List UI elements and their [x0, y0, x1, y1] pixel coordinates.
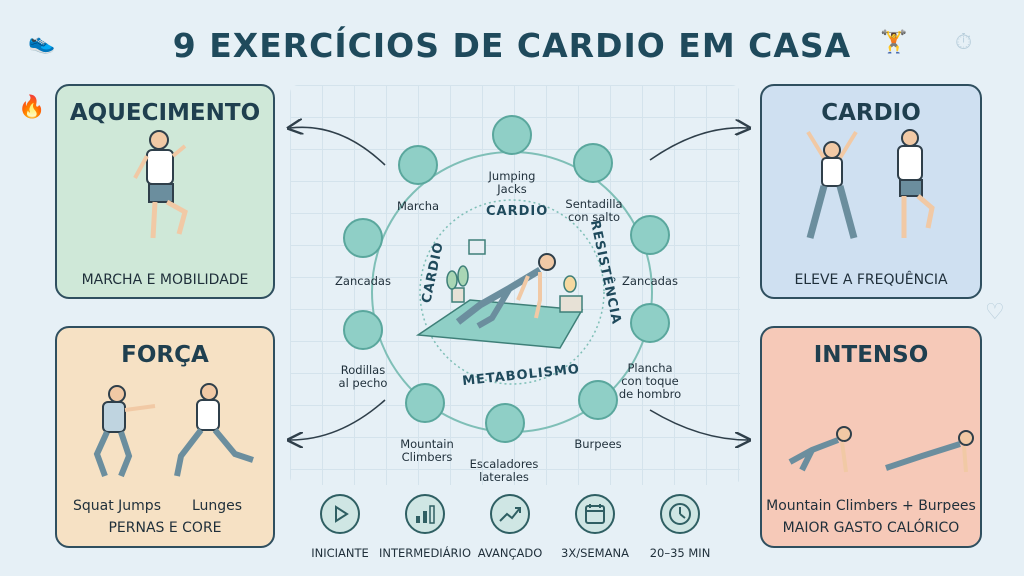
- clock-icon: [660, 494, 700, 534]
- panel-aquecimento-title: AQUECIMENTO: [69, 100, 261, 126]
- plant-decoration: [446, 265, 469, 303]
- label-zancadas-right: Zancadas: [622, 274, 678, 288]
- ring-word-top: CARDIO: [486, 204, 549, 219]
- node-escaladores: [485, 403, 525, 443]
- panel-cardio-title: CARDIO: [821, 100, 921, 126]
- arrow-to-intenso: [649, 409, 748, 440]
- panel-aquecimento-caption: MARCHA E MOBILIDADE: [81, 272, 249, 288]
- signal-bars-icon: [405, 494, 445, 534]
- panel-intenso-label: Mountain Climbers + Burpees: [766, 498, 976, 514]
- panel-forca: FORÇA Squat Jumps Lunges PERNAS E CORE: [55, 326, 275, 548]
- label-zancadas-left: Zancadas: [335, 274, 391, 288]
- heart-icon: ♡: [985, 300, 1005, 325]
- panel-cardio-caption: ELEVE A FREQUÊNCIA: [794, 272, 948, 288]
- arrow-to-forca: [290, 399, 386, 440]
- label-marcha: Marcha: [396, 199, 440, 213]
- arrow-to-cardio: [649, 128, 748, 161]
- calendar-icon: [575, 494, 615, 534]
- panel-forca-title: FORÇA: [121, 342, 209, 368]
- central-athlete-figure: [455, 253, 556, 329]
- label-burpees: Burpees: [574, 437, 622, 451]
- footer-label-avancado: AVANÇADO: [477, 546, 543, 560]
- footer-label-intermediario: INTERMEDIÁRIO: [378, 546, 471, 560]
- arrow-to-aquecimento: [290, 127, 386, 166]
- trend-up-icon: [490, 494, 530, 534]
- panel-intenso-title: INTENSO: [813, 342, 929, 368]
- climber-burpee-figures: [788, 426, 974, 473]
- node-burpees: [578, 380, 618, 420]
- panel-intenso-caption: MAIOR GASTO CALÓRICO: [782, 520, 960, 536]
- play-icon: [320, 494, 360, 534]
- panel-aquecimento: AQUECIMENTO MARCHA E MOBILIDADE: [55, 84, 275, 299]
- jumping-figures: [806, 129, 935, 239]
- panel-cardio: CARDIO ELEVE A FREQUÊNCIA: [760, 84, 982, 299]
- footer-label-iniciante: INICIANTE: [311, 546, 369, 560]
- dumbbell-icon: 🏋: [880, 30, 908, 55]
- panel-forca-caption: PERNAS E CORE: [108, 520, 222, 536]
- node-zancadas-right: [630, 215, 670, 255]
- frame-decoration: [468, 239, 486, 255]
- node-plancha: [630, 303, 670, 343]
- page-title: 9 EXERCÍCIOS DE CARDIO EM CASA: [172, 26, 852, 65]
- node-marcha: [398, 145, 438, 185]
- inner-ring: [419, 199, 605, 385]
- squat-jumps-label: Squat Jumps: [73, 498, 161, 514]
- node-rodillas: [343, 310, 383, 350]
- lunges-label: Lunges: [191, 498, 243, 514]
- flame-icon: 🔥: [18, 95, 46, 120]
- node-mountain-climbers: [405, 383, 445, 423]
- node-jumping-jacks: [492, 115, 532, 155]
- side-table-decoration: [559, 275, 583, 313]
- marching-figure: [133, 130, 188, 239]
- stopwatch-icon: ⏱: [955, 30, 973, 55]
- node-zancadas-left: [343, 218, 383, 258]
- squat-lunge-figures: [93, 383, 254, 478]
- sneaker-icon: 👟: [28, 30, 56, 55]
- panel-intenso: INTENSO Mountain Climbers + Burpees MAIO…: [760, 326, 982, 548]
- node-sentadilla: [573, 143, 613, 183]
- footer-label-semana: 3X/SEMANA: [561, 546, 629, 560]
- footer-label-duracao: 20–35 MIN: [649, 546, 711, 560]
